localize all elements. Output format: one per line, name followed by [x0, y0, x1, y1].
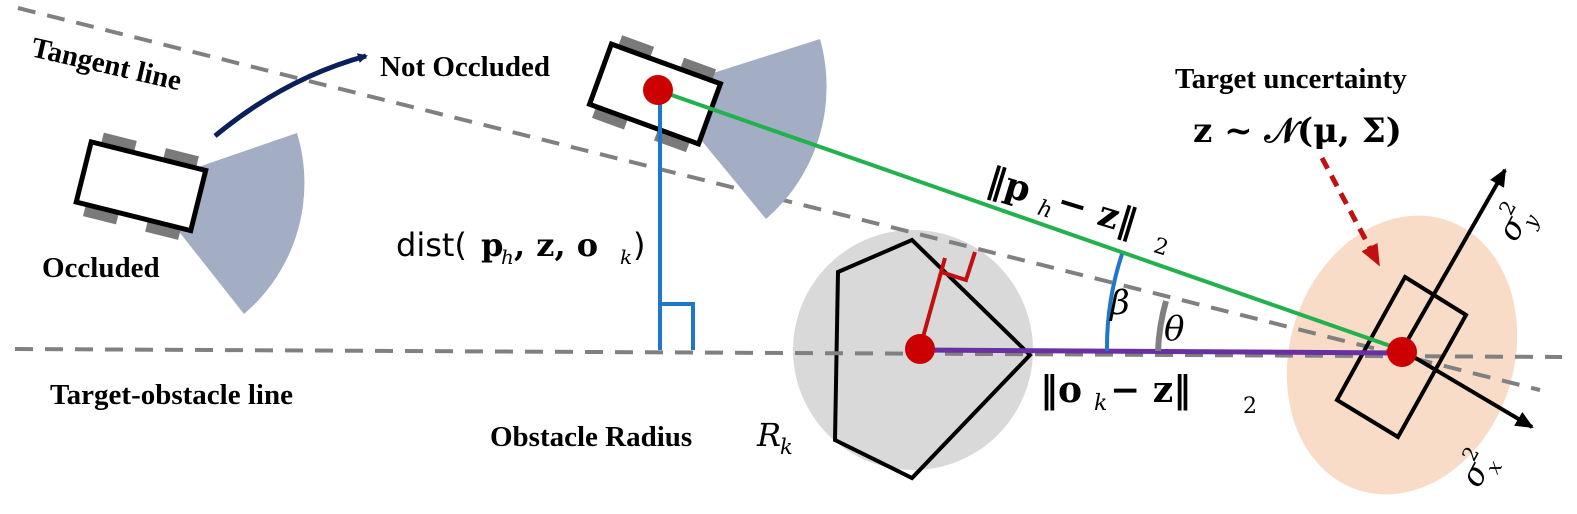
beta-label: β: [1108, 283, 1130, 323]
robot-position-point: [643, 75, 673, 105]
robot-target-norm-label: ‖p h − z‖ 2: [982, 158, 1172, 261]
occluded-robot: [73, 132, 209, 240]
theta-label: θ: [1164, 309, 1184, 349]
target-uncertainty-label: Target uncertainty: [1175, 63, 1407, 95]
norm-ph-sub2: 2: [1151, 233, 1172, 261]
norm-ok-sub2: 2: [1243, 394, 1257, 419]
obstacle-radius-text: Obstacle Radius: [490, 421, 692, 453]
beta-arc: [1104, 253, 1124, 352]
norm-ok-sub: k: [1094, 391, 1107, 416]
dist-arg-p-sub: h: [501, 245, 514, 269]
occluded-label: Occluded: [42, 252, 160, 284]
target-obstacle-line: [14, 347, 1563, 359]
dist-rest-sub: k: [620, 245, 632, 269]
norm-ph-a: ‖p: [982, 158, 1036, 211]
target-obstacle-line-label: Target-obstacle line: [50, 379, 293, 411]
obstacle-radius-subscript: k: [780, 435, 793, 459]
target-box: [1334, 274, 1469, 440]
tangent-line-label: Tangent line: [28, 32, 184, 98]
target-distribution-formula: z ~ 𝒩(μ, Σ): [1193, 111, 1402, 151]
obstacle-to-target-line: [919, 347, 1403, 356]
not-occluded-label: Not Occluded: [380, 51, 550, 83]
obstacle-radius-label: Obstacle Radius R k: [490, 416, 793, 459]
sigma-y-label: σ 2 y: [1489, 197, 1544, 247]
norm-ph-sub: h: [1034, 196, 1055, 224]
obstacle-center-point: [905, 334, 935, 364]
obstacle-radius-symbol: R: [756, 416, 781, 454]
theta-arc: [1155, 300, 1169, 352]
dist-fn: dist(: [396, 226, 467, 264]
right-angle-marker-red: [940, 251, 977, 283]
obstacle-target-norm-label: ‖o k − z‖ 2: [1040, 369, 1257, 419]
norm-ok-b: − z‖: [1110, 369, 1191, 411]
dist-arg-p: p: [481, 226, 503, 264]
right-angle-marker-blue: [660, 302, 695, 350]
dist-rest: , z, o: [514, 226, 598, 264]
sigma-y-axis: [1400, 168, 1507, 351]
norm-ok-a: ‖o: [1040, 369, 1082, 411]
distance-function-label: dist( p h , z, o k ): [396, 226, 645, 269]
target-point: [1387, 337, 1417, 367]
dist-close: ): [633, 226, 645, 264]
sigma-x-axis: [1400, 348, 1534, 429]
robot-to-target-line: [659, 89, 1403, 352]
transition-arrow: [213, 53, 368, 138]
obstacle-polygon: [832, 237, 1033, 481]
